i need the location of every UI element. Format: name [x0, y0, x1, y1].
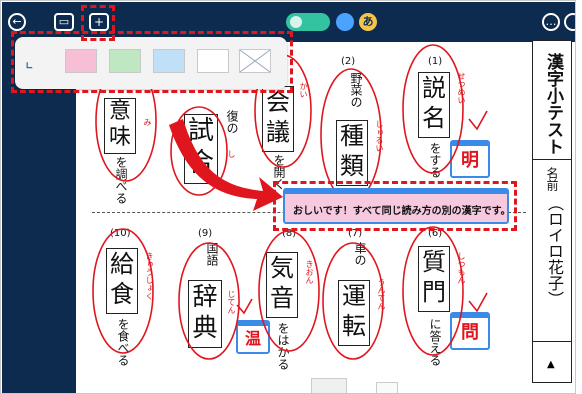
q6-char1: 質	[422, 248, 446, 276]
q7-number: (7)	[348, 228, 363, 239]
palette-highlight	[11, 31, 293, 93]
q5-tail: を調べる	[114, 156, 128, 204]
q10-char1: 給	[110, 250, 134, 278]
next-icon[interactable]	[564, 13, 575, 31]
q1-char2: 名	[422, 104, 446, 132]
q4-prefix: 復の	[225, 110, 239, 134]
swatch-green[interactable]	[109, 49, 141, 73]
q1-furigana: せつめい	[457, 72, 466, 104]
sticky-note-2[interactable]: 問	[450, 312, 490, 350]
q8-answer-box: 気 音	[266, 252, 298, 318]
q4-answer-box: 試 合	[184, 114, 218, 184]
q4-char1: 試	[187, 116, 214, 146]
q2-number: (2)	[341, 56, 356, 67]
swatch-transparent[interactable]	[239, 49, 271, 73]
q8-tail: をはかる	[276, 322, 290, 370]
q1-number: (1)	[428, 56, 443, 67]
q9-char1: 辞	[192, 282, 218, 311]
add-card-button[interactable]: +	[89, 13, 109, 31]
q9-prefix: 国語	[205, 242, 219, 266]
name-value: （ロイロ花子）	[545, 195, 564, 307]
q10-number: (10)	[110, 228, 131, 239]
q8-char1: 気	[270, 254, 294, 282]
callout-text: おしいです！すべて同じ読み方の別の漢字です。	[293, 206, 511, 217]
add-button-highlight	[81, 5, 115, 41]
q5-char1: 意	[108, 99, 131, 124]
more-icon[interactable]: …	[542, 13, 560, 31]
q3-char2: 議	[266, 118, 290, 146]
q10-char2: 食	[110, 280, 134, 308]
q2-furigana: しゅるい	[375, 120, 384, 152]
callout-highlight	[273, 181, 517, 231]
back-icon[interactable]: ←	[8, 13, 26, 31]
swatch-blue[interactable]	[153, 49, 185, 73]
swatch-pink[interactable]	[65, 49, 97, 73]
q7-furigana: うんてん	[377, 278, 386, 310]
comment-callout[interactable]: おしいです！すべて同じ読み方の別の漢字です。	[283, 188, 511, 224]
q2-char1: 種	[340, 122, 364, 150]
q10-tail: を食べる	[116, 318, 130, 366]
q3-answer-box: 会 議	[262, 86, 294, 152]
pen-mode-toggle[interactable]	[286, 13, 330, 31]
q6-answer-box: 質 門	[418, 246, 450, 312]
sticky-header	[238, 322, 268, 326]
title-separator	[533, 159, 571, 160]
page-thumbnail[interactable]	[311, 378, 347, 393]
q10-answer-box: 給 食	[106, 248, 138, 314]
left-margin	[2, 42, 76, 393]
q4-furigana: し	[227, 150, 236, 158]
name-label: 名前	[545, 167, 559, 191]
q10-furigana: きゅうしょく	[145, 252, 154, 300]
q4-char2: 合	[187, 148, 214, 178]
sticky-header	[452, 142, 488, 146]
q2-prefix: 野菜の	[349, 72, 363, 108]
swatch-white[interactable]	[197, 49, 229, 73]
q1-answer-box: 説 名	[418, 72, 450, 138]
q8-char2: 音	[270, 284, 294, 312]
top-toolbar: ← ▭ + あ …	[2, 2, 575, 42]
text-mode-icon[interactable]: あ	[359, 13, 377, 31]
sticky-header	[452, 314, 488, 318]
q5-char2: 味	[108, 125, 131, 150]
footer-mark: ▲	[547, 359, 555, 370]
q9-char2: 典	[192, 313, 218, 342]
q7-prefix: 車の	[353, 242, 367, 266]
title-text: 漢字小テスト	[543, 53, 563, 155]
q1-char1: 説	[422, 74, 446, 102]
hand-icon	[290, 16, 302, 28]
q3-furigana: かい	[299, 82, 308, 98]
window-icon[interactable]: ▭	[54, 13, 74, 31]
sticky-note-1-text: 明	[461, 150, 479, 171]
next-page-button[interactable]	[376, 382, 398, 393]
q2-char2: 類	[340, 152, 364, 180]
q5-furigana: み	[143, 118, 152, 126]
footer-separator	[533, 341, 571, 342]
sticky-note-3[interactable]: 温	[236, 320, 270, 354]
q6-char2: 門	[422, 278, 446, 306]
q1-tail: をする	[428, 142, 442, 178]
q6-furigana: しつもん	[457, 252, 466, 284]
q7-char1: 運	[342, 282, 366, 310]
title-column: 漢字小テスト 名前 （ロイロ花子） ▲	[532, 40, 572, 383]
q7-char2: 転	[342, 312, 366, 340]
x-icon	[239, 49, 271, 73]
sticky-note-2-text: 問	[461, 322, 479, 343]
q9-furigana: じてん	[227, 290, 236, 314]
q9-answer-box: 辞 典	[188, 280, 222, 348]
sticky-note-3-text: 温	[244, 329, 261, 348]
pen-icon[interactable]	[336, 13, 354, 31]
q7-answer-box: 運 転	[338, 280, 370, 346]
color-palette: ⌞	[15, 37, 287, 89]
pin-icon[interactable]: ⌞	[25, 51, 34, 72]
q5-answer-box: 意 味	[104, 98, 136, 154]
q8-furigana: きおん	[305, 260, 314, 284]
sticky-note-1[interactable]: 明	[450, 140, 490, 178]
q9-number: (9)	[198, 228, 213, 239]
q2-answer-box: 種 類	[336, 120, 368, 186]
q6-tail: に答える	[428, 318, 442, 366]
callout-header	[285, 190, 507, 194]
